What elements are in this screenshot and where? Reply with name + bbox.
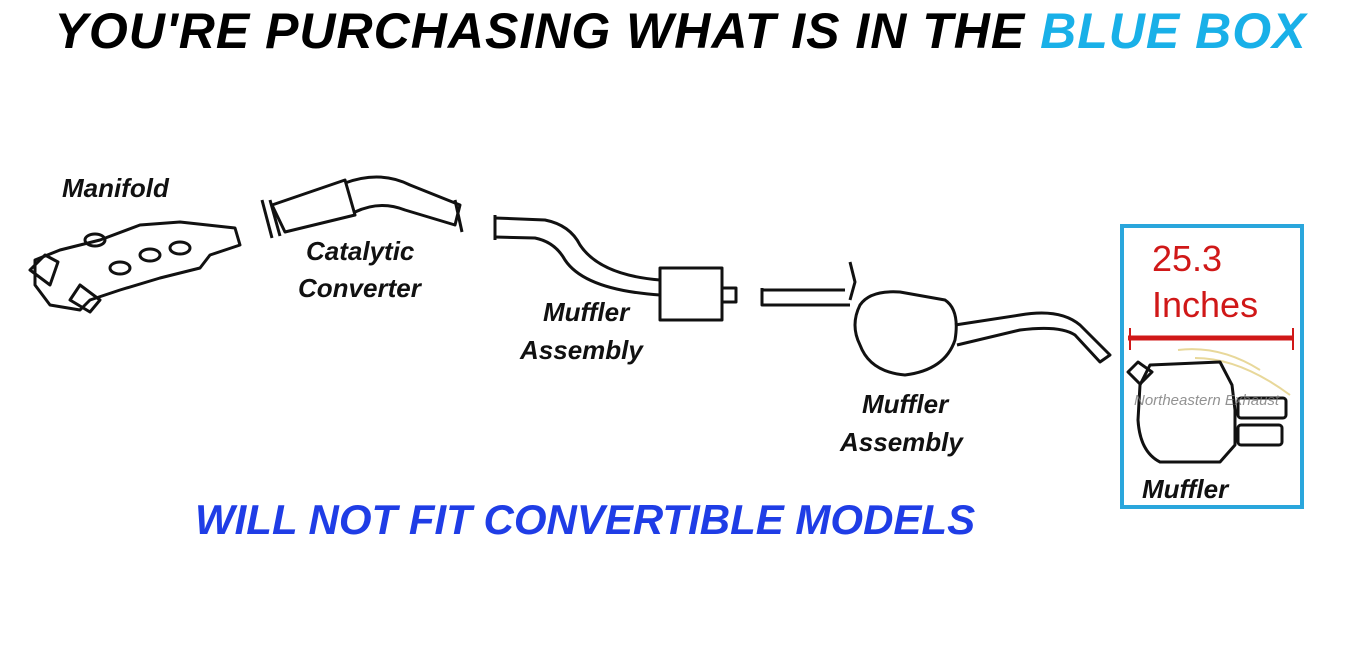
manifold-drawing (28, 220, 242, 314)
label-muffler-assembly-1b: Assembly (520, 335, 643, 365)
warning-text: WILL NOT FIT CONVERTIBLE MODELS (195, 496, 976, 543)
label-catalytic-1: Catalytic (306, 236, 415, 266)
label-manifold: Manifold (62, 173, 169, 203)
dimension-line (1128, 328, 1294, 350)
headline-text: YOU'RE PURCHASING WHAT IS IN THE (54, 3, 1041, 59)
muffler-assembly-2-drawing (760, 261, 1112, 377)
headline: YOU'RE PURCHASING WHAT IS IN THE BLUE BO… (0, 2, 1361, 60)
label-muffler-assembly-2b: Assembly (840, 427, 963, 457)
dimension-unit: Inches (1152, 284, 1259, 325)
label-muffler: Muffler (1142, 474, 1229, 504)
muffler-assembly-1-drawing (493, 215, 738, 322)
watermark: Northeastern Exhaust (1134, 392, 1280, 409)
label-muffler-assembly-1a: Muffler (543, 297, 630, 327)
catalytic-converter-drawing (260, 175, 464, 239)
dimension-value: 25.3 (1152, 238, 1223, 279)
muffler-drawing (1126, 348, 1291, 464)
blue-box (1120, 224, 1304, 509)
label-catalytic-2: Converter (298, 273, 421, 303)
headline-highlight: BLUE BOX (1040, 3, 1307, 59)
label-muffler-assembly-2a: Muffler (862, 389, 949, 419)
